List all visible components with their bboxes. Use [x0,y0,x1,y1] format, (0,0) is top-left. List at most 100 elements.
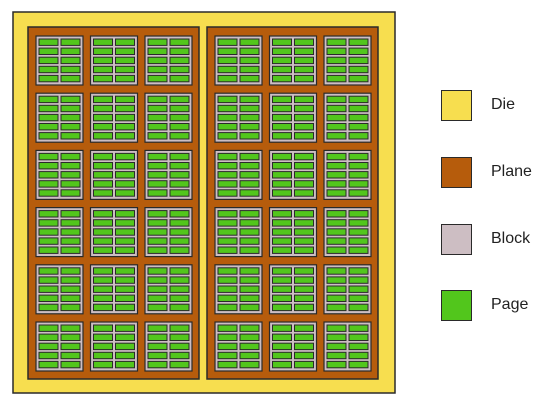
page [38,95,59,104]
page [294,38,314,46]
flash-memory-hierarchy-diagram [12,11,396,394]
page [326,303,347,312]
page [217,113,238,122]
page [239,210,260,218]
page [169,132,190,140]
page [294,360,314,369]
page [60,324,81,332]
page [294,351,314,360]
page [326,285,347,293]
page [348,113,369,122]
page [147,180,168,188]
page [147,74,168,83]
page [217,180,238,188]
page [169,113,190,122]
page [294,324,314,332]
page [326,237,347,245]
page [60,180,81,188]
page [326,180,347,188]
page [239,189,260,197]
page [239,324,260,332]
page [169,285,190,293]
page [294,47,314,55]
page [115,47,135,55]
page [326,123,347,131]
page [115,171,135,179]
page [93,351,113,360]
page [217,285,238,293]
page [147,246,168,254]
page [60,342,81,351]
page [60,38,81,46]
page [60,285,81,293]
page [38,294,59,303]
page [38,285,59,293]
page [93,303,113,312]
page [272,189,292,197]
plane [206,26,379,380]
page [348,47,369,55]
page [272,210,292,218]
page [272,113,292,122]
page [147,285,168,293]
page [38,219,59,227]
page [272,294,292,303]
page [115,38,135,46]
page [115,113,135,122]
page [326,342,347,351]
legend-label-page: Page [491,296,529,313]
page [239,38,260,46]
page [38,228,59,236]
page [93,171,113,179]
page [115,342,135,351]
page [294,228,314,236]
page [294,267,314,275]
page [217,237,238,245]
page [93,267,113,275]
page [272,152,292,161]
page [93,333,113,342]
page [217,324,238,332]
page [169,360,190,369]
page [326,104,347,113]
page [115,162,135,170]
page [217,228,238,236]
page [348,276,369,284]
page [169,342,190,351]
page [38,267,59,275]
page [115,360,135,369]
page [169,189,190,197]
page [169,180,190,188]
page [326,267,347,275]
page [93,180,113,188]
page [294,65,314,74]
page [169,324,190,332]
page [348,74,369,83]
page [147,123,168,131]
page [60,113,81,122]
page [217,342,238,351]
page [348,237,369,245]
page [326,294,347,303]
page [115,237,135,245]
page [147,210,168,218]
page [294,162,314,170]
page [272,333,292,342]
page [169,276,190,284]
page [93,228,113,236]
page [239,152,260,161]
page [348,189,369,197]
page [147,360,168,369]
page [348,38,369,46]
page [272,219,292,227]
page [239,351,260,360]
page [272,276,292,284]
page [60,74,81,83]
page [60,267,81,275]
page [217,171,238,179]
page [239,333,260,342]
page [169,246,190,254]
page [348,342,369,351]
page [147,65,168,74]
page [93,189,113,197]
